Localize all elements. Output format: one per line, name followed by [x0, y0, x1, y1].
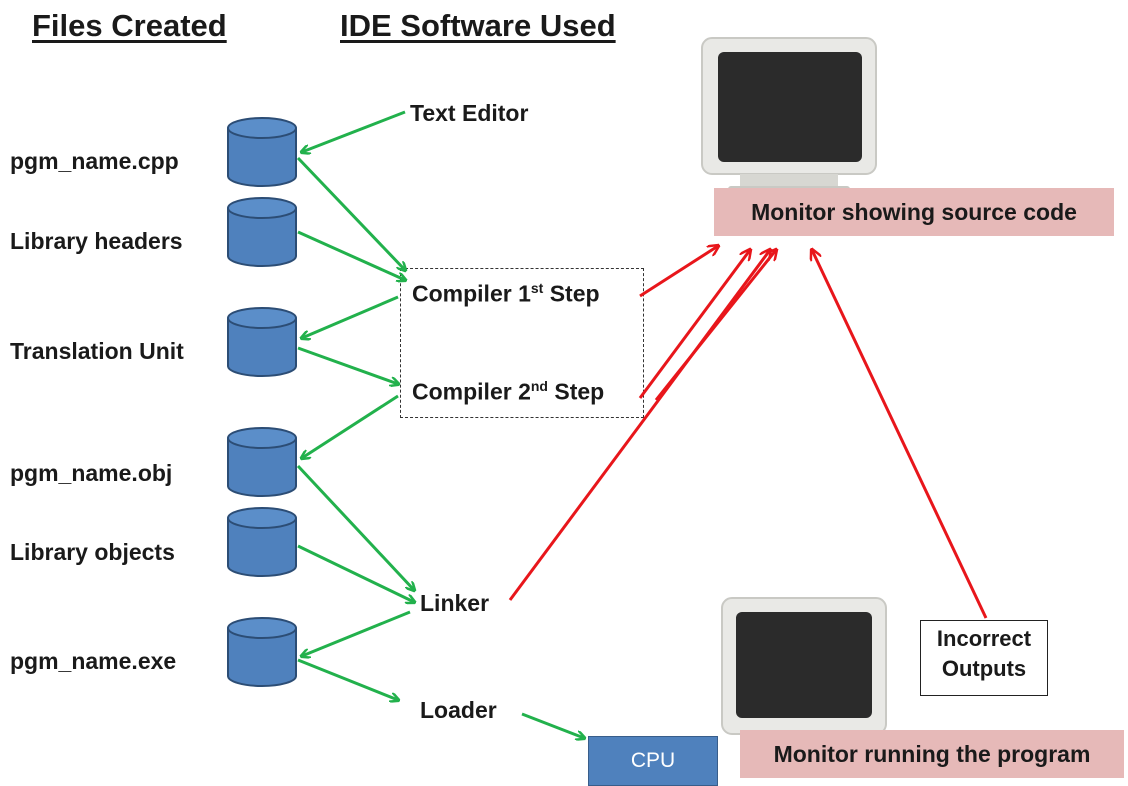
database-icon — [227, 307, 297, 377]
tool-label-compiler-step1: Compiler 1st Step — [412, 280, 600, 307]
arrow-compiler1-to-tu — [302, 295, 399, 338]
arrow-obj-to-linker — [296, 464, 414, 590]
files-created-heading: Files Created — [32, 8, 227, 43]
database-icon — [227, 507, 297, 577]
arrow-editor-to-cpp — [302, 110, 406, 152]
monitor-running-label: Monitor running the program — [740, 730, 1124, 778]
arrow-linker-to-exe — [302, 610, 411, 656]
tool-label-loader: Loader — [420, 697, 497, 723]
database-icon — [227, 427, 297, 497]
tool-label-linker: Linker — [420, 590, 490, 616]
monitor-icon — [721, 597, 887, 735]
arrow-cpp-to-compiler1 — [296, 156, 405, 270]
compiler-group-box — [400, 268, 644, 418]
arrow-incorrect-to-monitor — [812, 250, 988, 619]
file-label-library-headers: Library headers — [10, 228, 183, 254]
ide-software-heading: IDE Software Used — [340, 8, 616, 43]
tool-label-text-editor: Text Editor — [410, 100, 529, 126]
monitor-source-code-label: Monitor showing source code — [714, 188, 1114, 236]
tool-label-compiler-step2: Compiler 2nd Step — [412, 378, 605, 405]
database-icon — [227, 197, 297, 267]
incorrect-outputs-box: Incorrect Outputs — [920, 620, 1048, 696]
database-icon — [227, 117, 297, 187]
file-label-library-objects: Library objects — [10, 539, 175, 565]
incorrect-outputs-line1: Incorrect — [936, 626, 1032, 651]
file-label-translation-unit: Translation Unit — [10, 338, 184, 364]
file-label-pgm-cpp: pgm_name.cpp — [10, 148, 179, 174]
arrow-exe-to-loader — [297, 658, 398, 700]
arrow-headers-to-compiler1 — [297, 230, 405, 280]
file-label-pgm-exe: pgm_name.exe — [10, 648, 177, 674]
database-icon — [227, 617, 297, 687]
arrow-compiler1-to-monitor — [639, 246, 718, 298]
arrow-compiler2-to-obj — [302, 394, 399, 458]
arrow-libobj-to-linker — [297, 544, 414, 602]
arrow-compiler2-to-monitor-a — [638, 250, 750, 399]
arrow-loader-to-cpu — [521, 712, 584, 738]
arrow-linker-to-monitor — [508, 250, 770, 601]
file-label-pgm-obj: pgm_name.obj — [10, 460, 173, 486]
monitor-icon — [701, 37, 877, 194]
incorrect-outputs-line2: Outputs — [941, 656, 1027, 681]
arrow-tu-to-compiler2 — [297, 346, 398, 384]
